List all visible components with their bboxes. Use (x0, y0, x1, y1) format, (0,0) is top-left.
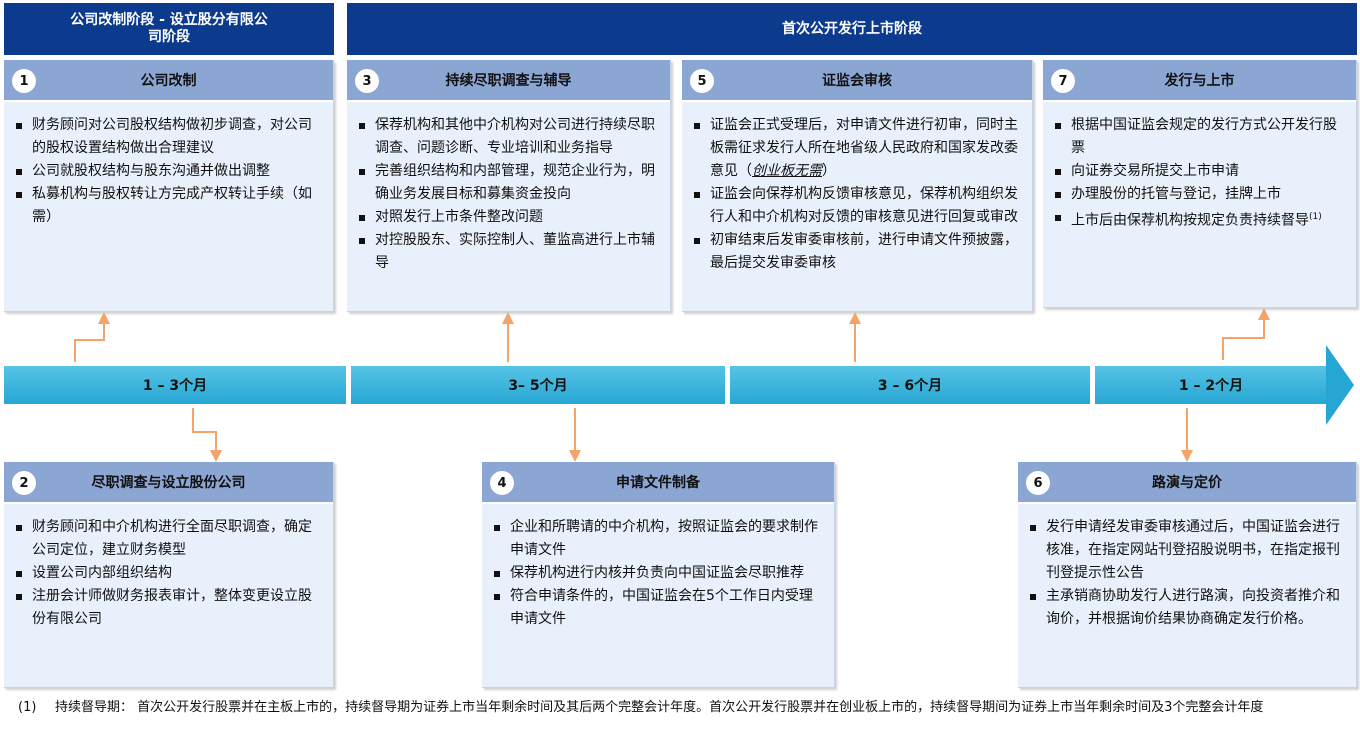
list-item: 向证券交易所提交上市申请 (1053, 160, 1346, 183)
step-header: 1 公司改制 (4, 60, 333, 102)
timeline-duration-label: 1 – 2个月 (1178, 378, 1244, 394)
list-item: 保荐机构和其他中介机构对公司进行持续尽职调查、问题诊断、专业培训和业务指导 (357, 114, 660, 160)
list-item-text: 上市后由保荐机构按规定负责持续督导 (1071, 212, 1309, 229)
list-item: 完善组织结构和内部管理，规范企业行为，明确业务发展目标和募集资金投向 (357, 160, 660, 206)
step-header: 3 持续尽职调查与辅导 (347, 60, 670, 102)
phase-header-restructuring-label: 公司改制阶段 - 设立股分有限公司阶段 (70, 12, 268, 45)
step-header: 5 证监会审核 (682, 60, 1032, 102)
step-number-badge: 3 (355, 69, 379, 93)
timeline-segment-1: 1 – 3个月 (4, 366, 346, 404)
step-title: 路演与定价 (1152, 475, 1222, 491)
timeline-segment-4: 1 – 2个月 (1095, 366, 1327, 404)
timeline-arrowhead-icon (1326, 345, 1354, 425)
step-number-badge: 4 (490, 471, 514, 495)
list-item: 初审结束后发审委审核前，进行申请文件预披露，最后提交发审委审核 (692, 229, 1022, 275)
list-item: 符合申请条件的，中国证监会在5个工作日内受理申请文件 (492, 585, 824, 631)
arrowhead-up-icon (849, 312, 861, 324)
list-item: 企业和所聘请的中介机构，按照证监会的要求制作申请文件 (492, 516, 824, 562)
list-item: 对照发行上市条件整改问题 (357, 206, 660, 229)
arrowhead-up-icon (1258, 308, 1270, 320)
timeline-duration-label: 3– 5个月 (508, 378, 568, 394)
step-title: 申请文件制备 (616, 475, 700, 491)
step-number-badge: 6 (1026, 471, 1050, 495)
list-item: 证监会正式受理后，对申请文件进行初审，同时主板需征求发行人所在地省级人民政府和国… (692, 114, 1022, 183)
step-title: 发行与上市 (1164, 73, 1235, 89)
footnote-text: 持续督导期： 首次公开发行股票并在主板上市的，持续督导期为证券上市当年剩余时间及… (55, 700, 1264, 715)
arrowhead-up-icon (502, 312, 514, 324)
step-header: 4 申请文件制备 (482, 462, 834, 504)
footnote-marker: (1) (18, 700, 37, 715)
phase-header-ipo: 首次公开发行上市阶段 (347, 3, 1357, 55)
step-header: 2 尽职调查与设立股份公司 (4, 462, 333, 504)
arrowhead-down-icon (210, 450, 222, 462)
list-item: 办理股份的托管与登记，挂牌上市 (1053, 183, 1346, 206)
arrowhead-down-icon (1181, 450, 1193, 462)
step-box-1: 1 公司改制 财务顾问对公司股权结构做初步调查，对公司的股权设置结构做出合理建议… (4, 60, 334, 312)
list-item: 财务顾问和中介机构进行全面尽职调查，确定公司定位，建立财务模型 (14, 516, 323, 562)
list-item: 主承销商协助发行人进行路演，向投资者推介和询价，并根据询价结果协商确定发行价格。 (1028, 585, 1346, 631)
list-item: 根据中国证监会规定的发行方式公开发行股票 (1053, 114, 1346, 160)
step-item-list: 发行申请经发审委审核通过后，中国证监会进行核准，在指定网站刊登招股说明书，在指定… (1018, 504, 1356, 631)
step-number-badge: 5 (690, 69, 714, 93)
timeline-duration-label: 3 – 6个月 (877, 378, 943, 394)
step-title: 公司改制 (140, 73, 197, 89)
step-title: 持续尽职调查与辅导 (445, 73, 572, 89)
step-box-5: 5 证监会审核 证监会正式受理后，对申请文件进行初审，同时主板需征求发行人所在地… (682, 60, 1033, 312)
step-title: 证监会审核 (822, 73, 892, 89)
phase-header-restructuring: 公司改制阶段 - 设立股分有限公司阶段 (4, 3, 334, 55)
footnote-reference: (1) (1309, 212, 1322, 222)
step-header: 7 发行与上市 (1043, 60, 1356, 102)
list-item: 发行申请经发审委审核通过后，中国证监会进行核准，在指定网站刊登招股说明书，在指定… (1028, 516, 1346, 585)
timeline-segment-3: 3 – 6个月 (730, 366, 1090, 404)
list-item: 私募机构与股权转让方完成产权转让手续（如需） (14, 183, 323, 229)
step-number-badge: 1 (12, 69, 36, 93)
step-item-list: 证监会正式受理后，对申请文件进行初审，同时主板需征求发行人所在地省级人民政府和国… (682, 102, 1032, 275)
list-item-tail: ） (822, 163, 836, 179)
step-header: 6 路演与定价 (1018, 462, 1356, 504)
step-box-3: 3 持续尽职调查与辅导 保荐机构和其他中介机构对公司进行持续尽职调查、问题诊断、… (347, 60, 671, 312)
list-item: 对控股股东、实际控制人、董监高进行上市辅导 (357, 229, 660, 275)
step-box-7: 7 发行与上市 根据中国证监会规定的发行方式公开发行股票 向证券交易所提交上市申… (1043, 60, 1357, 308)
step-item-list: 保荐机构和其他中介机构对公司进行持续尽职调查、问题诊断、专业培训和业务指导 完善… (347, 102, 670, 275)
step-number-badge: 7 (1051, 69, 1075, 93)
arrowhead-up-icon (98, 312, 110, 324)
step-box-2: 2 尽职调查与设立股份公司 财务顾问和中介机构进行全面尽职调查，确定公司定位，建… (4, 462, 334, 688)
connector-arrow-7 (1222, 318, 1265, 360)
step-number-badge: 2 (12, 471, 36, 495)
phase-header-ipo-label: 首次公开发行上市阶段 (782, 20, 922, 37)
gem-exempt-note: 创业板无需 (752, 163, 822, 179)
list-item-text: 证监会正式受理后，对申请文件进行初审，同时主板需征求发行人所在地省级人民政府和国… (710, 117, 1018, 179)
step-item-list: 财务顾问和中介机构进行全面尽职调查，确定公司定位，建立财务模型 设置公司内部组织… (4, 504, 333, 631)
step-item-list: 企业和所聘请的中介机构，按照证监会的要求制作申请文件 保荐机构进行内核并负责向中… (482, 504, 834, 631)
step-item-list: 财务顾问对公司股权结构做初步调查，对公司的股权设置结构做出合理建议 公司就股权结… (4, 102, 333, 229)
arrowhead-down-icon (569, 450, 581, 462)
step-box-6: 6 路演与定价 发行申请经发审委审核通过后，中国证监会进行核准，在指定网站刊登招… (1018, 462, 1357, 688)
connector-arrow-1 (74, 322, 105, 362)
step-item-list: 根据中国证监会规定的发行方式公开发行股票 向证券交易所提交上市申请 办理股份的托… (1043, 102, 1356, 233)
step-title: 尽职调查与设立股份公司 (91, 475, 246, 491)
timeline-duration-label: 1 – 3个月 (142, 378, 208, 394)
list-item: 设置公司内部组织结构 (14, 562, 323, 585)
list-item: 财务顾问对公司股权结构做初步调查，对公司的股权设置结构做出合理建议 (14, 114, 323, 160)
list-item: 上市后由保荐机构按规定负责持续督导(1) (1053, 206, 1346, 233)
list-item: 公司就股权结构与股东沟通并做出调整 (14, 160, 323, 183)
list-item: 注册会计师做财务报表审计，整体变更设立股份有限公司 (14, 585, 323, 631)
connector-arrow-2 (192, 408, 217, 452)
step-box-4: 4 申请文件制备 企业和所聘请的中介机构，按照证监会的要求制作申请文件 保荐机构… (482, 462, 835, 688)
list-item: 证监会向保荐机构反馈审核意见，保荐机构组织发行人和中介机构对反馈的审核意见进行回… (692, 183, 1022, 229)
timeline-segment-2: 3– 5个月 (351, 366, 725, 404)
list-item: 保荐机构进行内核并负责向中国证监会尽职推荐 (492, 562, 824, 585)
